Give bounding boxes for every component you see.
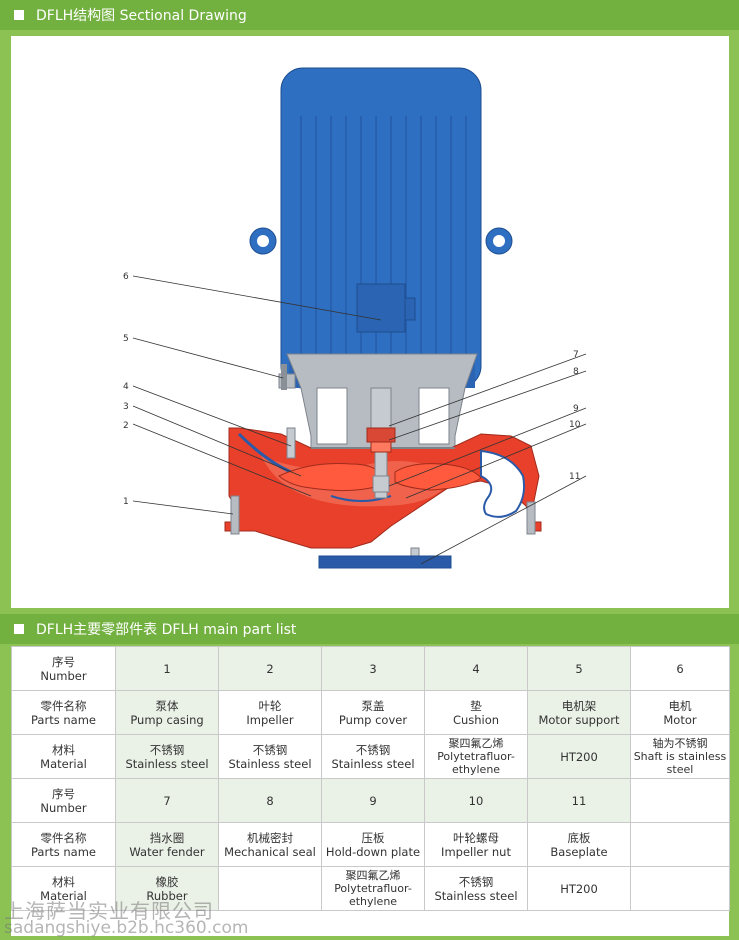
bullet-square-icon: [14, 10, 24, 20]
callout-4: 4: [123, 382, 129, 392]
section-title-parts: DFLH主要零部件表 DFLH main part list: [36, 622, 297, 638]
shaft-icon: [366, 387, 396, 499]
cell-number: 10: [424, 778, 528, 823]
sectional-drawing-panel: 1 2 3 4 5 6 7 8 9 10 11: [11, 36, 729, 608]
callout-9: 9: [573, 404, 579, 414]
cell-part-name: [630, 822, 730, 867]
bullet-square-icon: [14, 624, 24, 634]
lifting-lug-right-icon: [485, 227, 513, 255]
cell-material: HT200: [527, 734, 631, 779]
cell-material: [218, 866, 322, 911]
section-header-parts: DFLH主要零部件表 DFLH main part list: [0, 614, 739, 644]
pump-sectional-drawing: 1 2 3 4 5 6 7 8 9 10 11: [123, 67, 587, 569]
inlet-flange-icon: [230, 495, 240, 535]
cell-number: 5: [527, 646, 631, 691]
callout-6: 6: [123, 272, 129, 282]
cell-material: HT200: [527, 866, 631, 911]
cell-number: 7: [115, 778, 219, 823]
callout-10: 10: [569, 420, 581, 430]
callout-2: 2: [123, 421, 129, 431]
cell-number: 11: [527, 778, 631, 823]
baseplate-icon: [318, 555, 452, 569]
cell-number: 8: [218, 778, 322, 823]
section-header-drawing: DFLH结构图 Sectional Drawing: [0, 0, 739, 30]
callout-1: 1: [123, 497, 129, 507]
callout-7: 7: [573, 350, 579, 360]
cell-number: [630, 778, 730, 823]
cover-bolt-icon: [286, 427, 296, 459]
lifting-lug-left-icon: [249, 227, 277, 255]
section-title-drawing: DFLH结构图 Sectional Drawing: [36, 8, 247, 24]
watermark-company: 上海萨当实业有限公司: [4, 899, 214, 923]
callout-8: 8: [573, 367, 579, 377]
cell-number: 9: [321, 778, 425, 823]
callout-5: 5: [123, 334, 129, 344]
cell-number: 2: [218, 646, 322, 691]
outlet-flange-icon: [526, 501, 536, 535]
impeller-icon: [278, 463, 482, 502]
cell-number: 1: [115, 646, 219, 691]
cell-number: 3: [321, 646, 425, 691]
cell-number: 6: [630, 646, 730, 691]
watermark-url: sadangshiye.b2b.hc360.com: [4, 918, 249, 938]
callout-11: 11: [569, 472, 580, 482]
cell-number: 4: [424, 646, 528, 691]
callout-leaders: [132, 275, 587, 565]
motor-body-icon: [280, 67, 482, 389]
cell-material: [630, 866, 730, 911]
callout-3: 3: [123, 402, 129, 412]
